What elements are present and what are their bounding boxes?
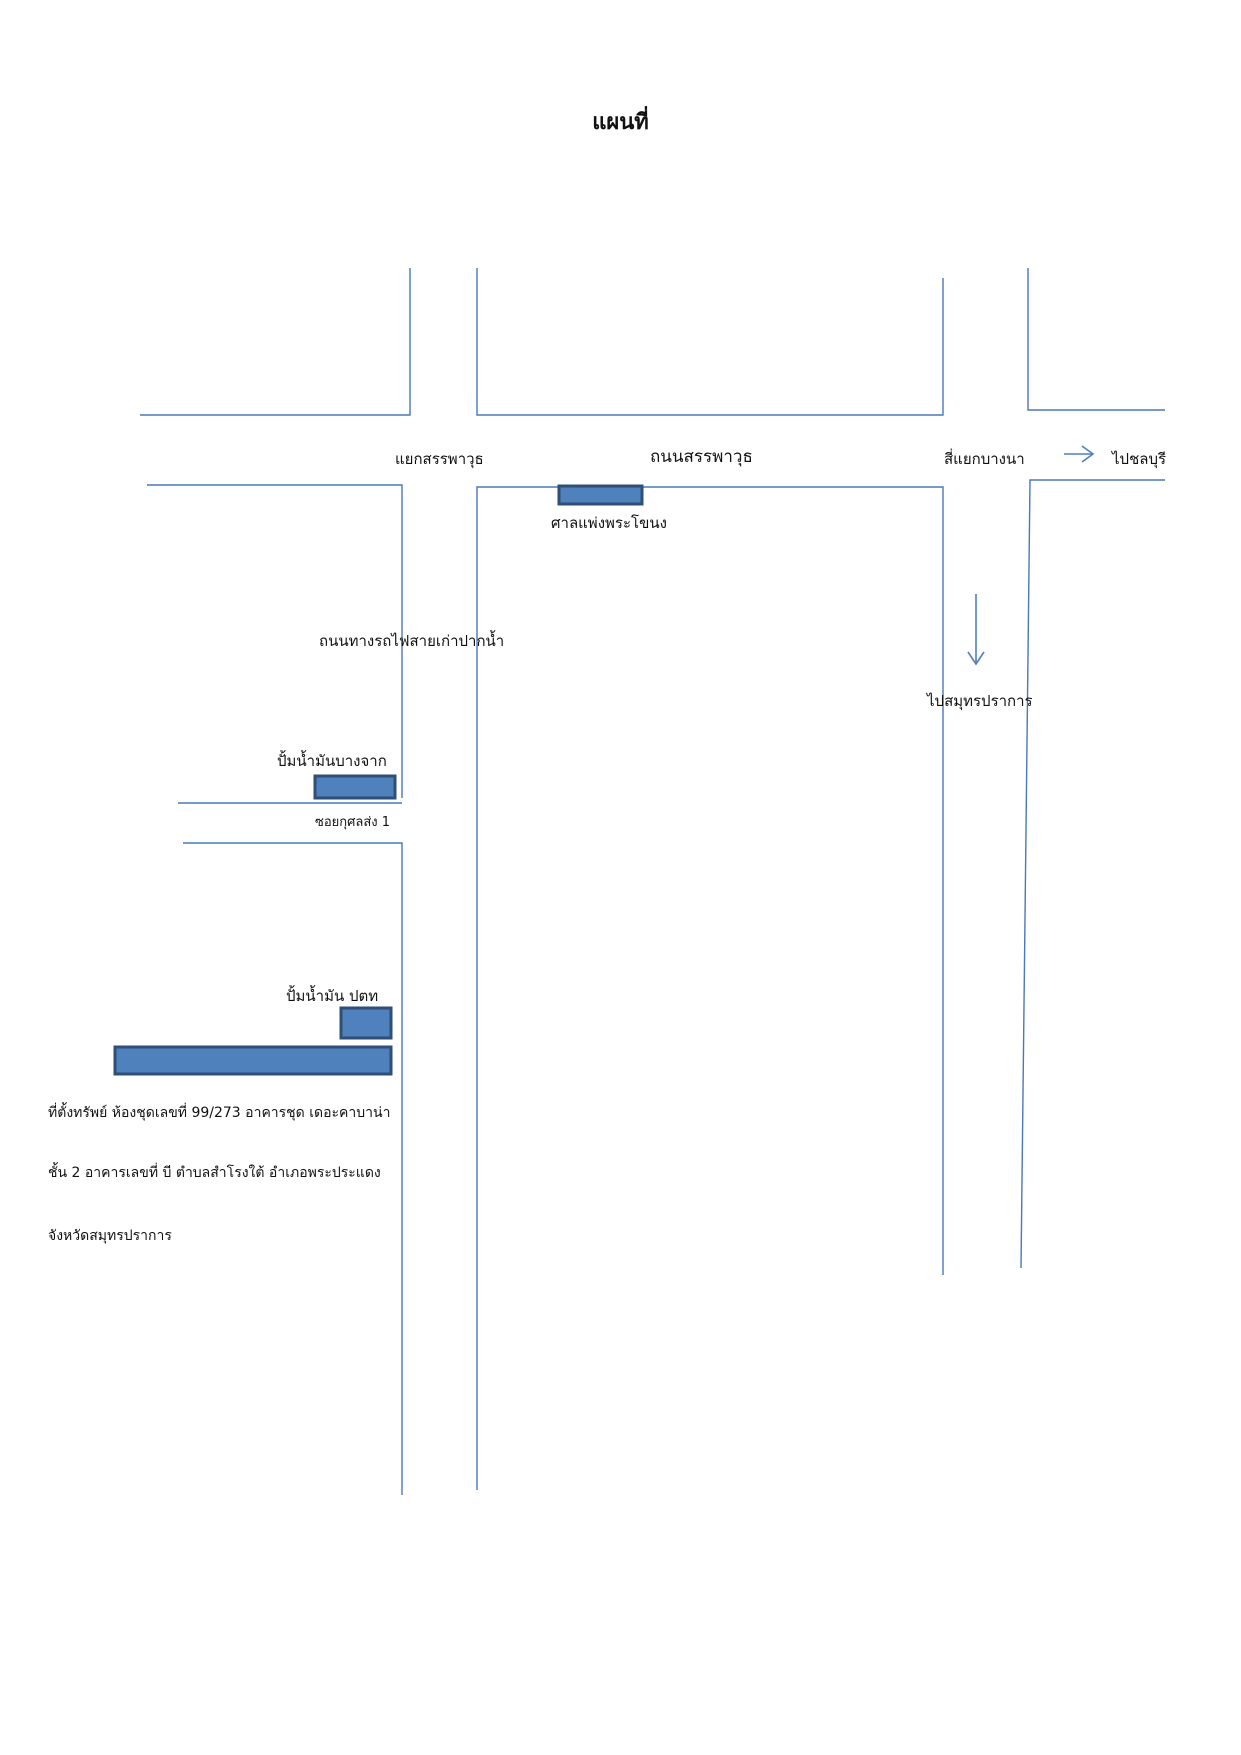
road-edge-top-left-block: [140, 268, 411, 416]
road-edge-top-right-block: [1027, 268, 1165, 411]
address-line-2: ชั้น 2 อาคารเลขที่ บี ตำบลสำโรงใต้ อำเภอ…: [48, 1165, 381, 1181]
road-edge-central-block: [476, 486, 944, 1490]
label-road-old-railway: ถนนทางรถไฟสายเก่าปากน้ำ: [319, 632, 505, 650]
arrow-right-icon: [1064, 445, 1095, 463]
road-lines: [140, 268, 1165, 1495]
label-intersection-bangna: สี่แยกบางนา: [944, 450, 1025, 468]
road-edge-left-upper-block: [147, 484, 403, 798]
label-ptt-station: ปั้มน้ำมัน ปตท: [286, 987, 379, 1005]
label-bangchak-station: ปั้มน้ำมันบางจาก: [277, 752, 387, 770]
label-road-sanphawut: ถนนสรรพาวุธ: [650, 447, 753, 467]
address-line-3: จังหวัดสมุทรปราการ: [48, 1228, 172, 1244]
page-title: แผนที่: [592, 110, 649, 135]
building-condo-property: [113, 1045, 393, 1076]
label-soi-kusolsong: ซอยกุศลส่ง 1: [315, 815, 391, 830]
arrow-down-icon: [967, 594, 985, 666]
label-intersection-sanphawut: แยกสรรพาวุธ: [395, 450, 484, 468]
label-to-chonburi: ไปชลบุรี: [1112, 450, 1167, 468]
road-edge-right-block: [1020, 479, 1165, 1269]
label-to-samut-prakan: ไปสมุทรปราการ: [927, 692, 1033, 710]
building-shrine: [557, 484, 644, 506]
building-ptt-station: [339, 1006, 393, 1040]
road-edge-left-lower-block: [183, 842, 403, 1495]
label-shrine: ศาลแพ่งพระโขนง: [551, 514, 667, 532]
address-line-1: ที่ตั้งทรัพย์ ห้องชุดเลขที่ 99/273 อาคาร…: [48, 1105, 391, 1121]
road-edge-top-center-block: [476, 268, 944, 416]
building-bangchak-station: [313, 774, 397, 800]
